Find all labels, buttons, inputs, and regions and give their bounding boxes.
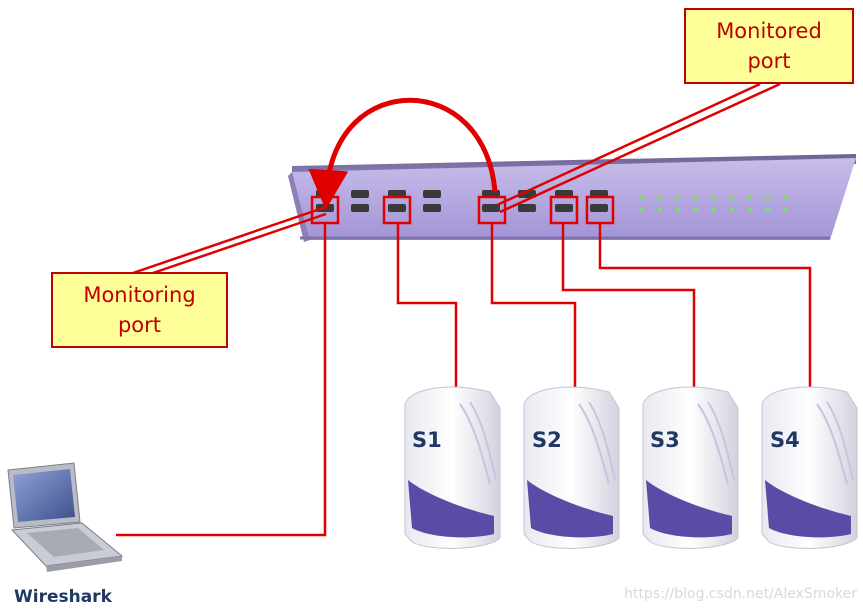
monitored-port-callout: Monitored port	[684, 8, 854, 84]
server-label-s2: S2	[532, 428, 562, 452]
watermark: https://blog.csdn.net/AlexSmoker	[624, 586, 857, 602]
monitoring-callout-line2: port	[117, 313, 162, 337]
monitored-callout-line1: Monitored	[716, 19, 822, 43]
monitored-callout-line2: port	[747, 49, 791, 73]
laptop-label: Wireshark	[14, 587, 112, 607]
server-label-s3: S3	[650, 428, 680, 452]
cables	[116, 223, 812, 537]
cable-s4	[598, 223, 812, 387]
monitoring-callout-line1: Monitoring	[83, 283, 196, 307]
server-label-s1: S1	[412, 428, 442, 452]
monitored-pointer	[496, 82, 761, 207]
monitoring-port-callout: Monitoring port	[51, 272, 228, 348]
laptop-icon	[7, 462, 124, 572]
server-icon	[404, 386, 858, 549]
monitoring-pointer	[129, 205, 327, 276]
cable-s3	[561, 223, 696, 387]
cable-s2	[490, 223, 577, 387]
cable-laptop	[116, 223, 327, 537]
cable-s1	[396, 223, 458, 387]
server-label-s4: S4	[770, 428, 800, 452]
mirror-arrow	[308, 97, 498, 210]
